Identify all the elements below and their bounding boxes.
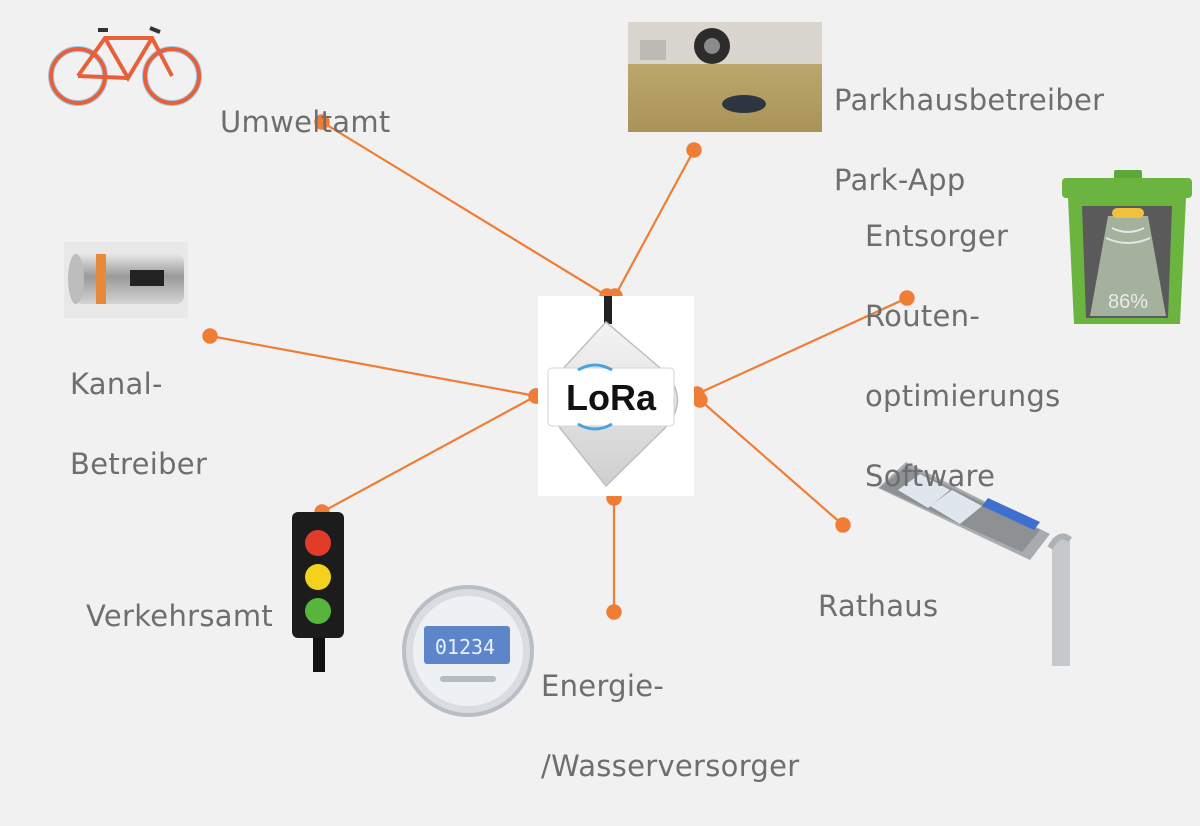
utility-meter-icon: 01234 (402, 585, 534, 717)
arrow-umweltamt (314, 114, 615, 304)
label-line: Verkehrsamt (86, 599, 274, 633)
connectors (202, 114, 915, 620)
label-line: optimierungs (865, 379, 1061, 413)
flow-meter-photo (64, 242, 188, 318)
label-line: Betreiber (70, 447, 208, 481)
node-label-kanal: Kanal- Betreiber (70, 324, 207, 524)
node-label-rathaus: Rathaus (818, 546, 938, 666)
waste-bin-icon: 86% (1062, 170, 1192, 324)
node-label-umweltamt: Umweltamt (220, 62, 391, 182)
lora-gateway-icon: LoRa (538, 296, 694, 496)
lora-logo-text: LoRa (566, 377, 657, 418)
bin-fill-label: 86% (1108, 291, 1148, 313)
label-line: Software (865, 459, 996, 493)
arrow-rathaus (692, 392, 851, 533)
arrow-parkhaus (607, 142, 702, 304)
label-line: /Wasserversorger (541, 749, 800, 783)
arrow-kanal (202, 328, 544, 404)
node-label-entsorger: Entsorger Routen- optimierungs Software (865, 176, 1061, 536)
parking-sensor-photo (628, 22, 822, 132)
arrow-verkehrsamt (314, 388, 544, 520)
label-line: Parkhausbetreiber (834, 83, 1105, 117)
diagram-canvas: LoRa 86% (48, 22, 1192, 717)
arrow-entsorger (689, 290, 915, 402)
label-line: Routen- (865, 299, 981, 333)
label-line: Energie- (541, 669, 665, 703)
meter-reading: 01234 (435, 635, 495, 659)
traffic-light-icon (292, 512, 344, 672)
node-label-verkehrsamt: Verkehrsamt (86, 556, 273, 676)
label-line: Entsorger (865, 219, 1009, 253)
label-line: Park-App (834, 163, 966, 197)
label-line: Kanal- (70, 367, 163, 401)
label-line: Rathaus (818, 589, 939, 623)
label-line: Umweltamt (220, 105, 391, 139)
node-label-parkhaus: Parkhausbetreiber Park-App (834, 40, 1104, 240)
street-lamp-icon (878, 462, 1073, 666)
node-label-energie: Energie- /Wasserversorger (541, 626, 800, 826)
bicycle-icon (48, 26, 202, 106)
